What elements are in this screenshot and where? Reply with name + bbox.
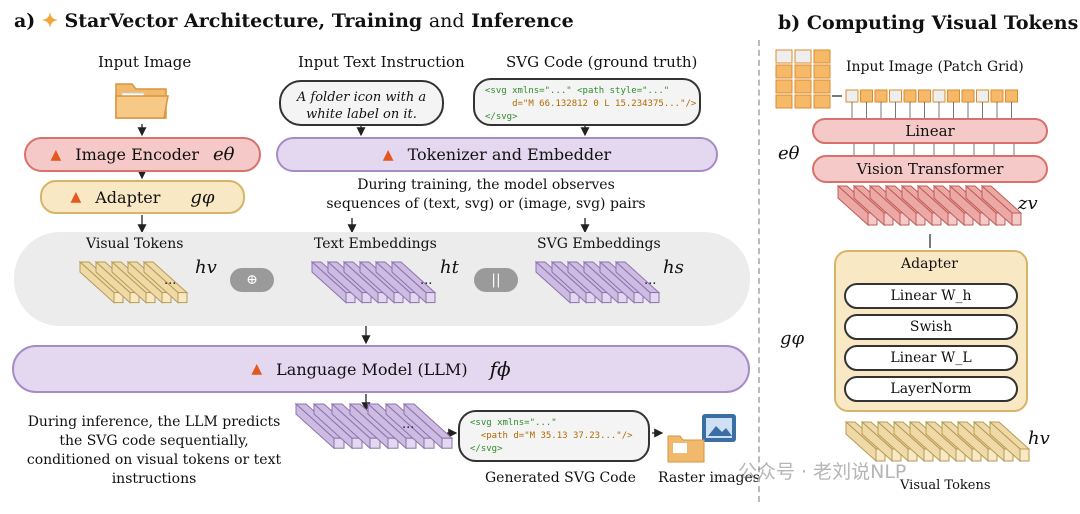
- image-patch: [775, 79, 793, 94]
- panel-b-graphics: [775, 49, 1031, 463]
- adapter-layernorm: LayerNorm: [844, 376, 1018, 402]
- raster-caption: Raster images: [658, 470, 760, 486]
- training-note: During training, the model observes sequ…: [318, 176, 654, 214]
- sequence-patch: [845, 89, 859, 103]
- image-patch: [775, 94, 793, 109]
- text-embeddings-label: Text Embeddings: [314, 236, 437, 252]
- star-icon: ✦: [41, 10, 58, 32]
- embedding-stacks: ............: [78, 260, 661, 450]
- folder-icon: [115, 83, 169, 119]
- generated-caption: Generated SVG Code: [485, 470, 636, 486]
- ellipsis-label: ...: [402, 417, 414, 432]
- visual-tokens-caption: Visual Tokens: [900, 478, 991, 493]
- svg-code-caption: SVG Code (ground truth): [506, 53, 698, 71]
- patch-grid: [775, 49, 831, 109]
- image-patch: [794, 94, 812, 109]
- llm-block: ▲ Language Model (LLM) fϕ: [12, 345, 750, 393]
- sequence-patch: [889, 89, 902, 103]
- visual-tokens-label: Visual Tokens: [86, 236, 184, 252]
- visual-token-stack: [78, 260, 189, 304]
- instruction-bubble: A folder icon with a white label on it.: [279, 80, 444, 126]
- tokenizer-embedder-block: ▲ Tokenizer and Embedder: [276, 137, 718, 172]
- image-patch: [813, 94, 831, 109]
- zv-token-stack: [836, 184, 1023, 227]
- sequence-patch: [903, 89, 917, 103]
- adapter-block: ▲ Adapter gφ: [40, 180, 245, 214]
- image-patch: [794, 64, 812, 79]
- adapter-linear-wl: Linear W_L: [844, 345, 1018, 371]
- sequence-patch: [947, 89, 960, 103]
- panel-divider: [758, 40, 760, 502]
- panel-a-connectors: [137, 124, 664, 438]
- image-patch: [794, 79, 812, 94]
- svg-ground-truth-code: <svg xmlns="..." <path style="..." d="M …: [473, 78, 701, 126]
- patch-grid-caption: Input Image (Patch Grid): [846, 59, 1024, 75]
- ellipsis-label: ...: [644, 273, 656, 288]
- output-token-stack-slab: [402, 402, 454, 450]
- patch-sequence: [845, 89, 1018, 118]
- sequence-patch: [932, 89, 946, 103]
- concat-operator: ||: [474, 268, 518, 292]
- sequence-patch: [874, 89, 888, 103]
- input-text-caption: Input Text Instruction: [298, 53, 465, 71]
- image-patch: [813, 49, 831, 64]
- sequence-patch: [990, 89, 1004, 103]
- input-image-caption: Input Image: [98, 53, 192, 71]
- raster-images-icon: [667, 414, 736, 463]
- flame-icon: ▲: [382, 146, 394, 163]
- ellipsis-label: ...: [164, 273, 176, 288]
- hs-symbol: hs: [663, 257, 684, 278]
- svg-embedding-stack-slab: [614, 260, 661, 304]
- visual-token-stack-slab: [142, 260, 189, 304]
- svg-embedding-stack: [534, 260, 661, 304]
- hv-symbol-b: hv: [1028, 428, 1050, 449]
- sequence-patch: [976, 89, 989, 103]
- linear-block: Linear: [812, 118, 1048, 144]
- adapter-symbol: gφ: [780, 328, 805, 349]
- flame-icon: ▲: [251, 361, 263, 377]
- image-patch: [813, 79, 831, 94]
- ellipsis-label: ...: [420, 273, 432, 288]
- image-patch: [813, 64, 831, 79]
- image-patch: [775, 64, 793, 79]
- adapter-swish: Swish: [844, 314, 1018, 340]
- sequence-patch: [918, 89, 931, 103]
- zv-symbol: zv: [1018, 193, 1038, 214]
- inference-note: During inference, the LLM predicts the S…: [26, 414, 282, 487]
- panel-b-title: b) Computing Visual Tokens: [778, 12, 1079, 34]
- generated-svg-code: <svg xmlns="..." <path d="M 35.13 37.23.…: [458, 410, 650, 462]
- sequence-patch: [860, 89, 873, 103]
- svg-embeddings-label: SVG Embeddings: [537, 236, 661, 252]
- ht-symbol: ht: [440, 257, 459, 278]
- flame-icon: ▲: [70, 189, 82, 205]
- image-patch: [775, 49, 793, 64]
- watermark: 公众号 · 老刘说NLP: [738, 461, 907, 483]
- sequence-patch: [1005, 89, 1018, 103]
- hv-token-stack-slab: [988, 420, 1031, 463]
- adapter-linear-wh: Linear W_h: [844, 283, 1018, 309]
- image-encoder-block: ▲ Image Encoder eθ: [24, 137, 261, 172]
- hv-token-stack: [844, 420, 1031, 463]
- flame-icon: ▲: [50, 146, 62, 163]
- encoder-symbol: eθ: [778, 143, 800, 164]
- adapter-title: Adapter: [901, 256, 958, 272]
- sum-operator: ⊕: [230, 268, 274, 292]
- zv-token-stack-slab: [980, 184, 1023, 227]
- vision-transformer-block: Vision Transformer: [812, 155, 1048, 183]
- image-patch: [794, 49, 812, 64]
- hv-symbol: hv: [195, 257, 217, 278]
- panel-a-title: a) ✦ StarVector Architecture, Training a…: [14, 10, 574, 32]
- text-embedding-stack: [310, 260, 437, 304]
- output-token-stack: [294, 402, 454, 450]
- text-embedding-stack-slab: [390, 260, 437, 304]
- sequence-patch: [961, 89, 975, 103]
